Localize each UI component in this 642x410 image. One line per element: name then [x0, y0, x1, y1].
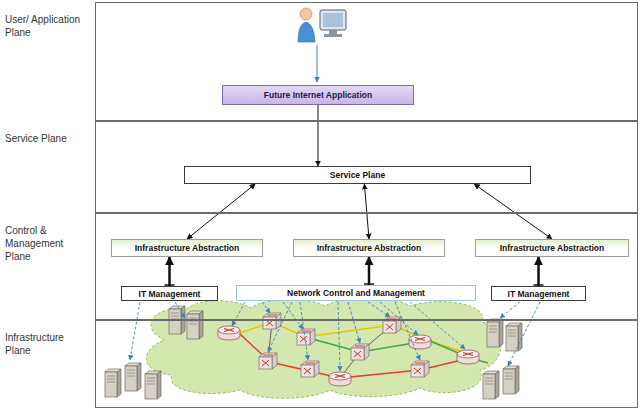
plane-band: Infrastructure Plane — [95, 320, 638, 408]
connector-line — [364, 184, 369, 239]
service-box: Service Plane — [184, 166, 531, 184]
network-management-box: Network Control and Management — [236, 285, 476, 301]
application-box: Future Internet Application — [222, 85, 414, 105]
box-label: Infrastructure Abstraction — [500, 243, 605, 253]
user-icon — [298, 8, 346, 42]
box-label: Infrastructure Abstraction — [317, 243, 422, 253]
plane-label: Infrastructure Plane — [5, 331, 89, 357]
user-arrow — [317, 45, 318, 82]
network-cloud — [146, 298, 501, 399]
network-devices — [218, 313, 479, 386]
it-management-box: IT Management — [491, 286, 586, 301]
network-links — [240, 322, 488, 378]
plane-band: User/ Application PlaneFuture Internet A… — [95, 2, 638, 121]
it-management-box: IT Management — [121, 286, 218, 301]
connector-line — [168, 257, 171, 286]
box-label: IT Management — [508, 289, 570, 299]
service-connector — [318, 105, 319, 166]
control-connector — [534, 257, 544, 286]
plane-label: Service Plane — [5, 132, 89, 145]
service-connector — [187, 184, 255, 239]
control-connector — [165, 257, 175, 286]
plane-label: Control & Management Plane — [5, 224, 89, 263]
box-label: Service Plane — [330, 170, 385, 180]
control-connector — [364, 257, 374, 285]
control-links — [130, 302, 540, 371]
connector-line — [537, 257, 540, 286]
connector-line — [474, 184, 552, 239]
abstraction-box: Infrastructure Abstraction — [111, 239, 263, 257]
plane-label: User/ Application Plane — [5, 13, 89, 39]
abstraction-box: Infrastructure Abstraction — [475, 239, 629, 257]
box-label: Future Internet Application — [264, 90, 372, 100]
connector-line — [318, 105, 319, 166]
box-label: Infrastructure Abstraction — [135, 243, 240, 253]
box-label: IT Management — [139, 289, 201, 299]
abstraction-box: Infrastructure Abstraction — [293, 239, 445, 257]
connector-line — [187, 184, 255, 239]
service-connector — [474, 184, 552, 239]
connector-line — [368, 257, 371, 285]
service-connector — [364, 184, 369, 239]
box-label: Network Control and Management — [287, 288, 425, 298]
plane-band: Service PlaneService Plane — [95, 121, 638, 213]
plane-band: Control & Management PlaneInfrastructure… — [95, 213, 638, 320]
